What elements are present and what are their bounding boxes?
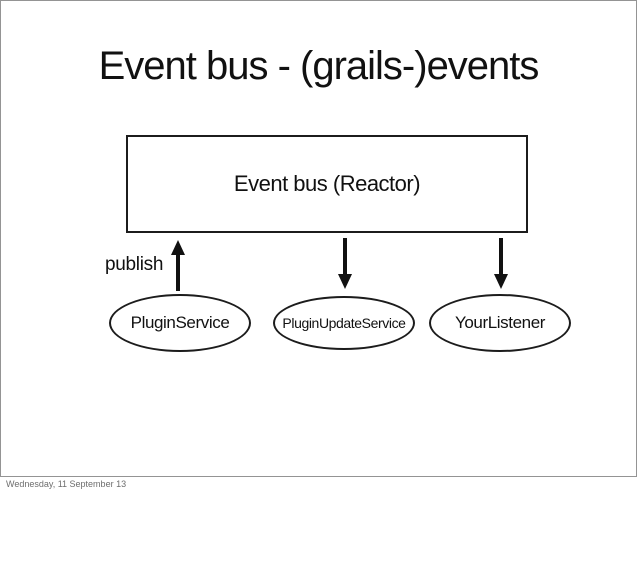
- footer-datestamp: Wednesday, 11 September 13: [6, 479, 127, 489]
- event-bus-box: Event bus (Reactor): [126, 135, 528, 233]
- slide-frame: [0, 0, 637, 477]
- event-bus-box-label: Event bus (Reactor): [233, 171, 421, 196]
- node-plugin-service-label: PluginService: [130, 313, 230, 332]
- node-your-listener: YourListener: [429, 294, 571, 352]
- node-plugin-update-service-label: PluginUpdateService: [282, 315, 406, 331]
- slide-title: Event bus - (grails-)events: [98, 44, 540, 88]
- publish-label: publish: [105, 254, 164, 275]
- node-plugin-service: PluginService: [109, 294, 251, 352]
- node-plugin-update-service: PluginUpdateService: [273, 296, 415, 350]
- node-your-listener-label: YourListener: [454, 313, 546, 332]
